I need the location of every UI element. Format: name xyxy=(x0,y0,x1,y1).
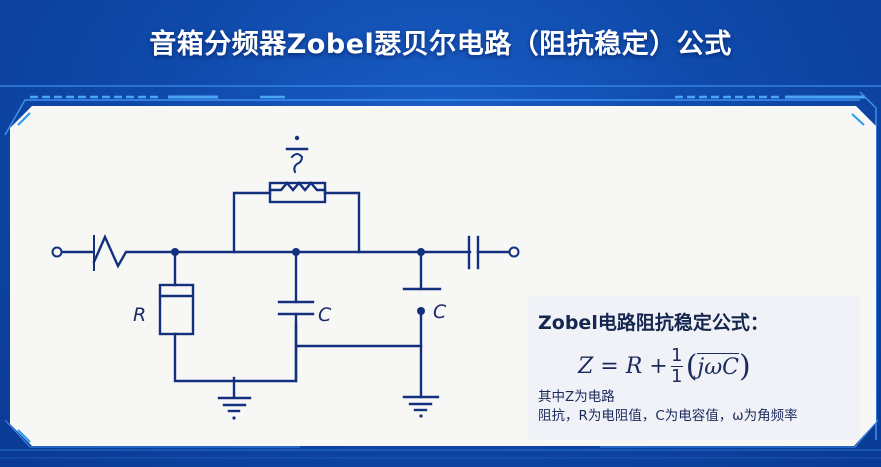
input-terminal xyxy=(51,246,63,258)
formula-lhs: Z = R + xyxy=(578,354,668,379)
output-terminal xyxy=(508,246,520,258)
capacitor-c1-label: C xyxy=(318,304,332,326)
formula-fraction: 1 1 xyxy=(670,345,683,387)
paren-close: ) xyxy=(739,349,751,384)
formula-paren-content: jωC xyxy=(697,353,740,380)
capacitor-c2-label: C xyxy=(433,301,447,323)
page-title: 音箱分频器Zobel瑟贝尔电路（阻抗稳定）公式 xyxy=(149,29,732,60)
formula-heading: Zobel电路阻抗稳定公式： xyxy=(538,312,769,334)
series-inductor-symbol xyxy=(92,234,177,269)
fraction-bar xyxy=(670,366,683,367)
description-line-1: 其中Z为电路 xyxy=(538,389,615,405)
resistor-label: R xyxy=(133,304,147,326)
shunt-resistor xyxy=(158,283,195,336)
description-line-2: 阻抗，R为电阻值，C为电容值，ω为角频率 xyxy=(538,408,798,424)
formula-equation: Z = R + 1 1 ( jωC ) xyxy=(578,346,751,387)
paren-open: ( xyxy=(685,349,698,384)
formula-box: Zobel电路阻抗稳定公式： Z = R + 1 1 ( jωC ) 其中Z为电… xyxy=(528,296,860,440)
formula-description: 其中Z为电路 阻抗，R为电阻值，C为电容值，ω为角频率 xyxy=(538,388,798,426)
fraction-denominator: 1 xyxy=(670,366,683,387)
fraction-numerator: 1 xyxy=(670,345,683,366)
